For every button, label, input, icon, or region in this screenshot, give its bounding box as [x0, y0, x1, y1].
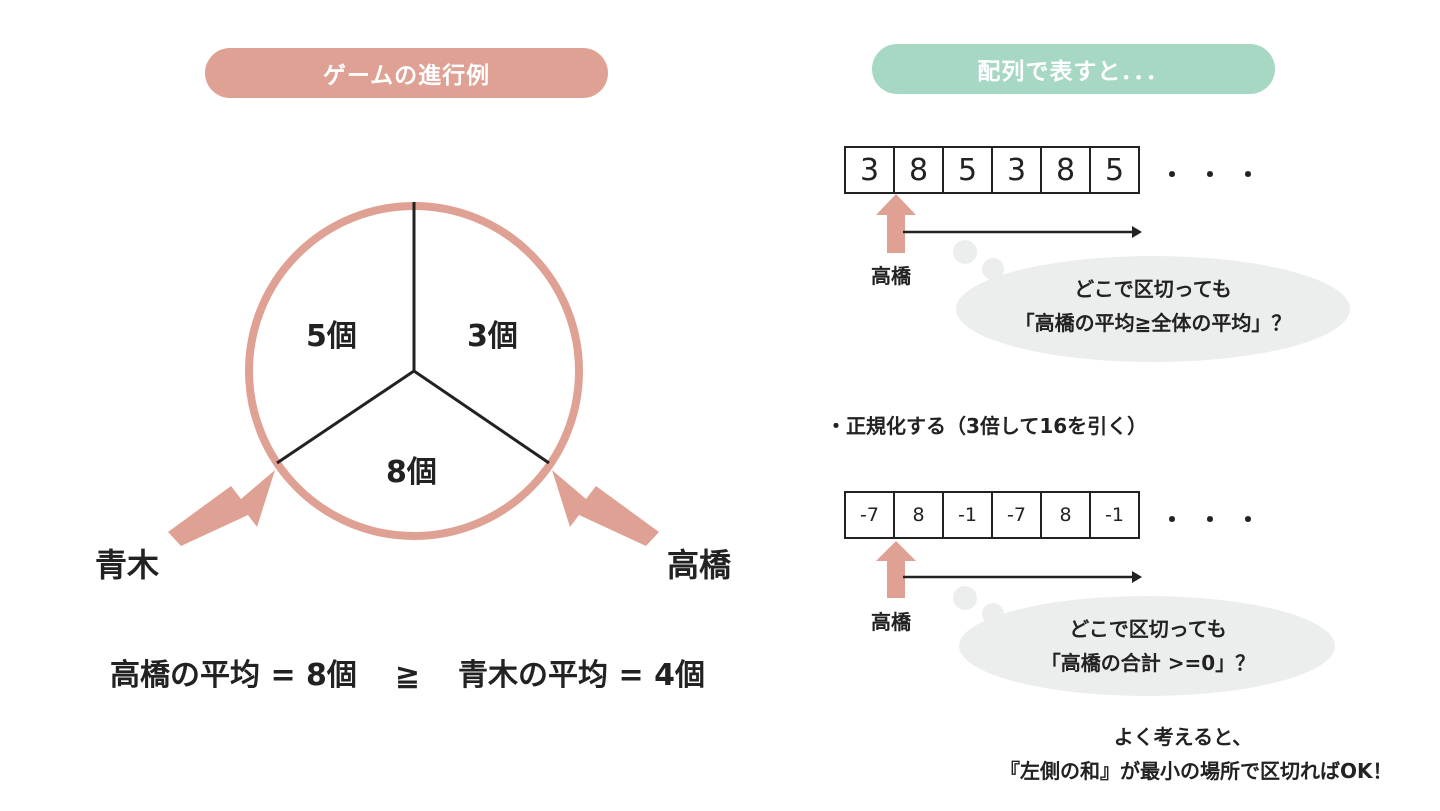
conclusion-line1: よく考えると、: [1113, 725, 1253, 749]
pointer-label-takahashi: 高橋: [871, 264, 911, 288]
array-cell: -1: [942, 491, 993, 539]
array-cell: -7: [844, 491, 895, 539]
thought-cloud: [953, 240, 1350, 362]
geq-operator: ≧: [394, 658, 421, 693]
array-representation-title: 配列で表すと．．．: [872, 44, 1275, 94]
array-cell: 8: [893, 491, 944, 539]
aoki-average: 青木の平均 = 4個: [458, 658, 705, 693]
array-continuation-dots: ・・・: [1160, 161, 1274, 189]
cloud-question: どこで区切っても 「高橋の合計 >=0」？: [978, 612, 1318, 680]
array-cell: 8: [893, 146, 944, 194]
normalize-note: ・正規化する（3倍して16を引く）: [826, 414, 1148, 438]
array-continuation-dots: ・・・: [1160, 506, 1274, 534]
cloud-question-line1: どこで区切っても: [1069, 617, 1227, 641]
pointer-up-arrow-icon: [876, 541, 916, 598]
array-cell: -7: [991, 491, 1042, 539]
array-cell: -1: [1089, 491, 1140, 539]
sector-label-bottom: 8個: [386, 455, 437, 490]
array-cell: 5: [1089, 146, 1140, 194]
cloud-question: どこで区切っても 「高橋の平均≧全体の平均」？: [978, 272, 1328, 340]
cloud-question-line1: どこで区切っても: [1074, 277, 1232, 301]
conclusion-line2: 『左側の和』が最小の場所で区切ればOK！: [1000, 759, 1393, 783]
sector-label-top-left: 5個: [306, 319, 357, 354]
game-example-title: ゲームの進行例: [205, 48, 608, 98]
scan-direction-arrowhead-icon: [1132, 226, 1142, 238]
sector-divider-right: [413, 369, 550, 465]
array-cell: 3: [844, 146, 895, 194]
cloud-question-line2: 「高橋の合計 >=0」？: [1040, 651, 1256, 675]
thought-cloud: [953, 586, 1335, 696]
cloud-question-line2: 「高橋の平均≧全体の平均」？: [1014, 311, 1292, 335]
pointer-up-arrow-icon: [876, 194, 916, 253]
player-takahashi-label: 高橋: [667, 546, 732, 584]
scan-direction-arrowhead-icon: [1132, 571, 1142, 583]
pointer-label-takahashi: 高橋: [871, 610, 911, 634]
sector-divider-left: [276, 369, 415, 465]
takahashi-arrow-icon: [552, 470, 659, 546]
player-aoki-label: 青木: [95, 546, 160, 584]
sector-label-top-right: 3個: [467, 319, 518, 354]
array-cell: 8: [1040, 491, 1091, 539]
takahashi-average: 高橋の平均 = 8個: [110, 658, 357, 693]
array-cell: 3: [991, 146, 1042, 194]
aoki-arrow-icon: [168, 470, 275, 546]
conclusion-note: よく考えると、 『左側の和』が最小の場所で区切ればOK！: [1000, 720, 1393, 788]
average-comparison: 高橋の平均 = 8個 ≧ 青木の平均 = 4個: [110, 650, 705, 694]
array-cell: 8: [1040, 146, 1091, 194]
array-cell: 5: [942, 146, 993, 194]
